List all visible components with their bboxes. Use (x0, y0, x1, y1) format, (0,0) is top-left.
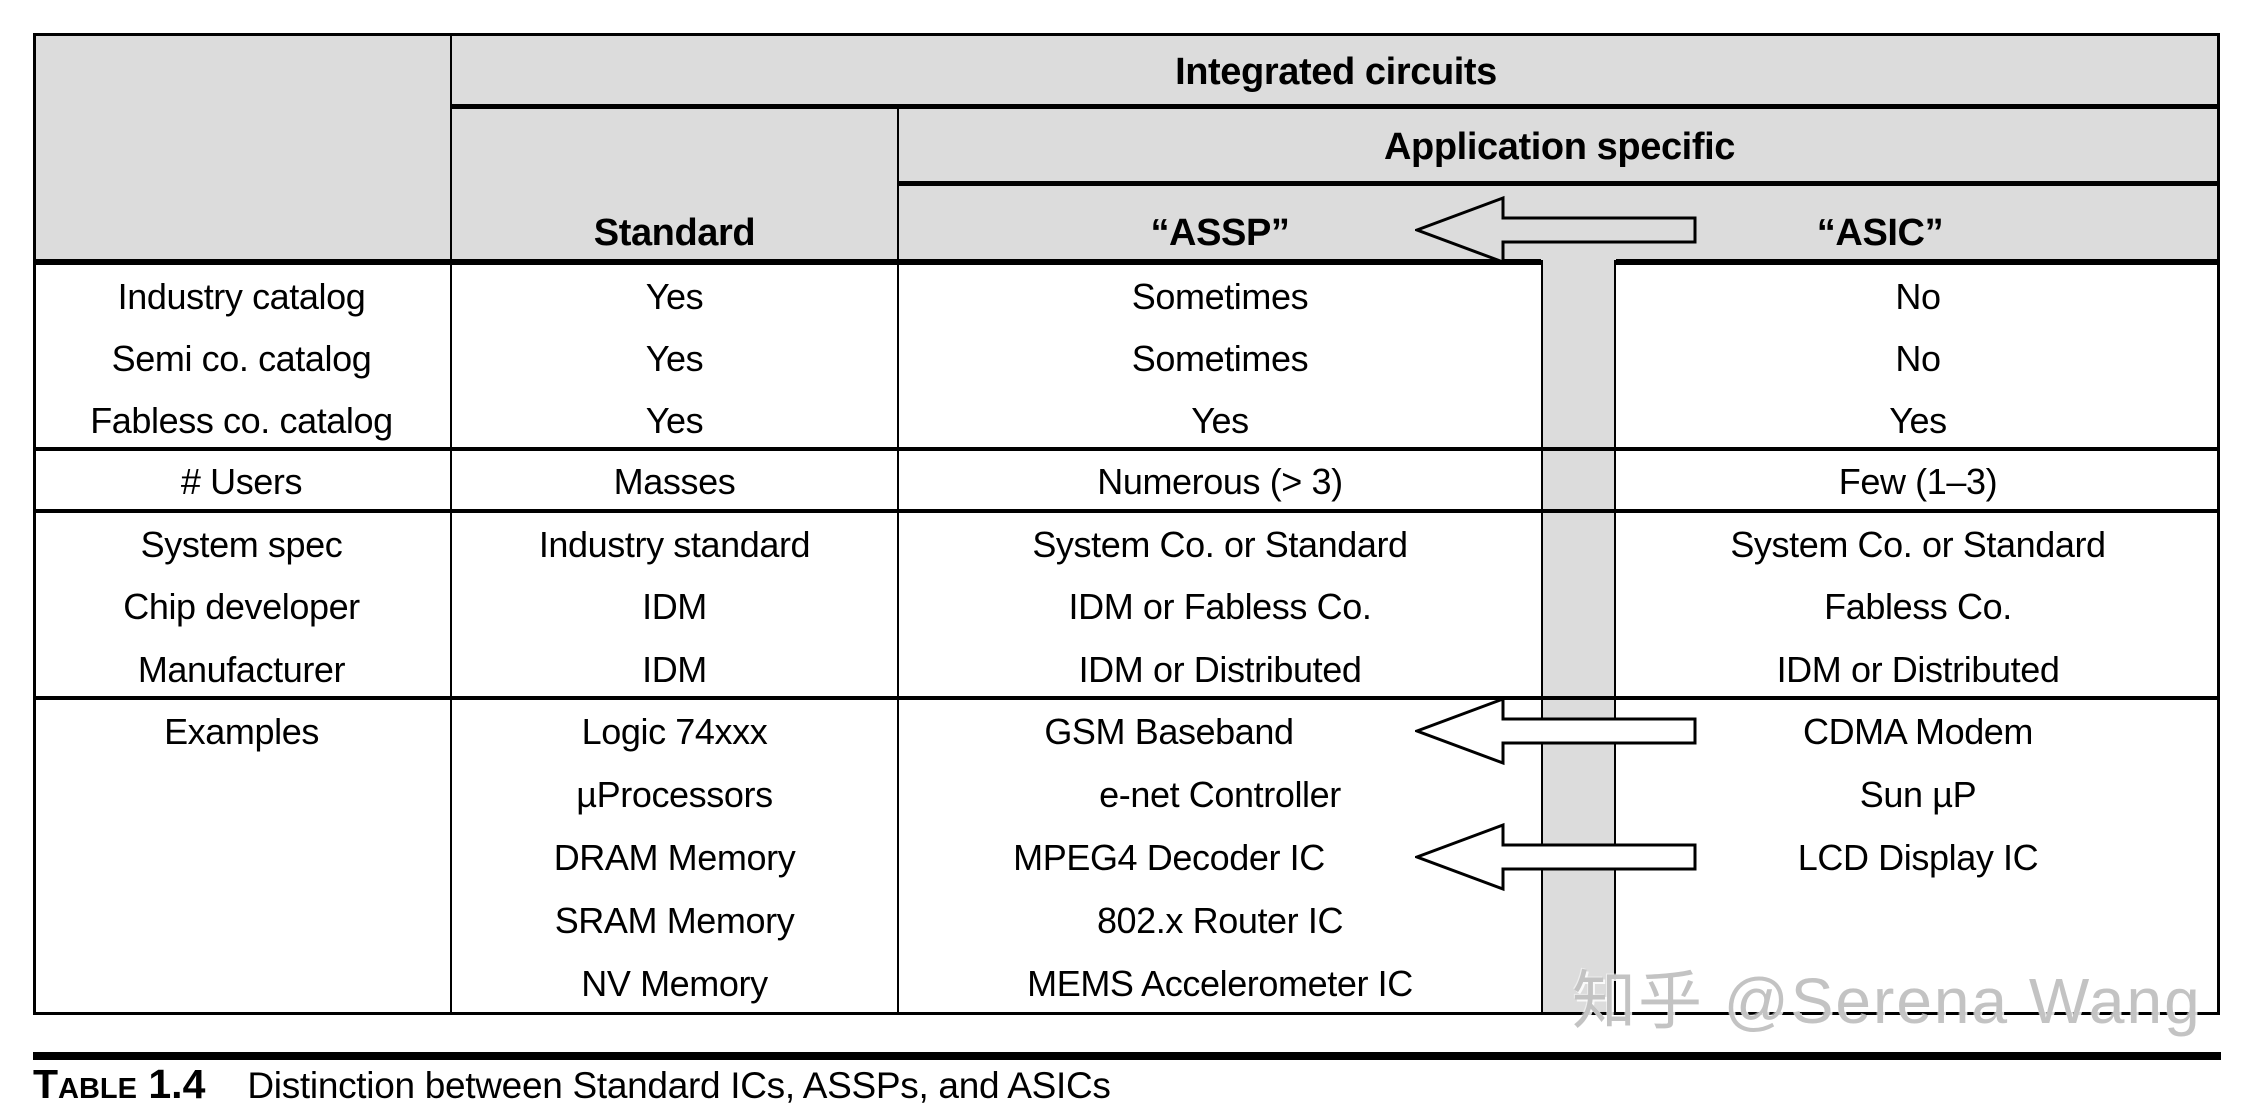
separator-users-spec (33, 509, 2220, 513)
cell-asic: System Co. or Standard (1730, 524, 2106, 565)
header-application-specific: Application specific (1384, 126, 1735, 168)
cell-standard-example: SRAM Memory (554, 900, 795, 941)
column-header-asic: “ASIC” (1816, 212, 1944, 254)
cell-asic: Fabless Co. (1824, 586, 2012, 627)
row-label: Examples (164, 711, 319, 752)
cell-assp: IDM or Fabless Co. (1068, 586, 1372, 627)
row-label: System spec (140, 524, 343, 565)
row-label: Industry catalog (117, 276, 366, 317)
left-arrow-icon (1415, 822, 1697, 892)
cell-standard: Yes (645, 400, 704, 441)
cell-asic-example: LCD Display IC (1797, 837, 2039, 878)
cell-asic: Yes (1889, 400, 1947, 441)
line-below-integrated-circuits (450, 104, 2220, 109)
cell-assp-example: MEMS Accelerometer IC (1027, 963, 1413, 1004)
caption-table-number: Table 1.4 (33, 1061, 206, 1107)
cell-assp: Numerous (> 3) (1097, 461, 1343, 502)
column-header-standard: Standard (593, 212, 756, 254)
column-header-assp: “ASSP” (1150, 212, 1290, 254)
column-border-labels-standard (450, 33, 452, 1015)
left-arrow-icon (1415, 696, 1697, 766)
cell-standard-example: µProcessors (576, 774, 773, 815)
separator-spec-examples (33, 696, 2220, 700)
header-integrated-circuits: Integrated circuits (1175, 51, 1497, 93)
cell-asic-example: Sun µP (1859, 774, 1977, 815)
cell-assp-example: MPEG4 Decoder IC (1013, 837, 1325, 878)
zhihu-watermark: 知乎 @Serena Wang (1572, 965, 2202, 1037)
cell-assp: System Co. or Standard (1032, 524, 1408, 565)
cell-standard: Masses (613, 461, 736, 502)
cell-standard: Yes (645, 276, 704, 317)
column-border-standard-assp (897, 104, 899, 1015)
assp-asic-divider-band (1541, 260, 1616, 1012)
row-label: # Users (180, 461, 303, 502)
cell-standard-example: DRAM Memory (553, 837, 796, 878)
line-below-application-specific (897, 181, 2220, 186)
left-arrow-icon (1415, 195, 1697, 265)
cell-standard: IDM (642, 649, 707, 690)
cell-asic: No (1895, 338, 1941, 379)
row-label: Fabless co. catalog (90, 400, 393, 441)
row-label: Chip developer (123, 586, 360, 627)
cell-standard: IDM (642, 586, 707, 627)
cell-asic: IDM or Distributed (1776, 649, 2060, 690)
cell-asic-example: CDMA Modem (1802, 711, 2034, 752)
cell-assp-example: e-net Controller (1099, 774, 1341, 815)
table-header-background (33, 33, 2220, 265)
caption-text: Distinction between Standard ICs, ASSPs,… (247, 1065, 1111, 1106)
cell-standard-example: Logic 74xxx (581, 711, 768, 752)
cell-assp-example: GSM Baseband (1044, 711, 1294, 752)
cell-asic: Few (1–3) (1838, 461, 1998, 502)
cell-standard: Yes (645, 338, 704, 379)
table-caption: Table 1.4 Distinction between Standard IC… (33, 1062, 2213, 1106)
row-label: Manufacturer (137, 649, 346, 690)
caption-rule (33, 1052, 2221, 1060)
separator-catalog-users (33, 447, 2220, 451)
cell-assp: Sometimes (1131, 338, 1309, 379)
cell-assp-example: 802.x Router IC (1096, 900, 1344, 941)
header-bottom-border-right (1616, 259, 2220, 265)
row-label: Semi co. catalog (111, 338, 372, 379)
header-bottom-border-left (33, 259, 1541, 265)
cell-standard-example: NV Memory (581, 963, 768, 1004)
cell-assp: Sometimes (1131, 276, 1309, 317)
cell-standard: Industry standard (538, 524, 811, 565)
cell-asic: No (1895, 276, 1941, 317)
cell-assp: IDM or Distributed (1078, 649, 1362, 690)
cell-assp: Yes (1191, 400, 1249, 441)
